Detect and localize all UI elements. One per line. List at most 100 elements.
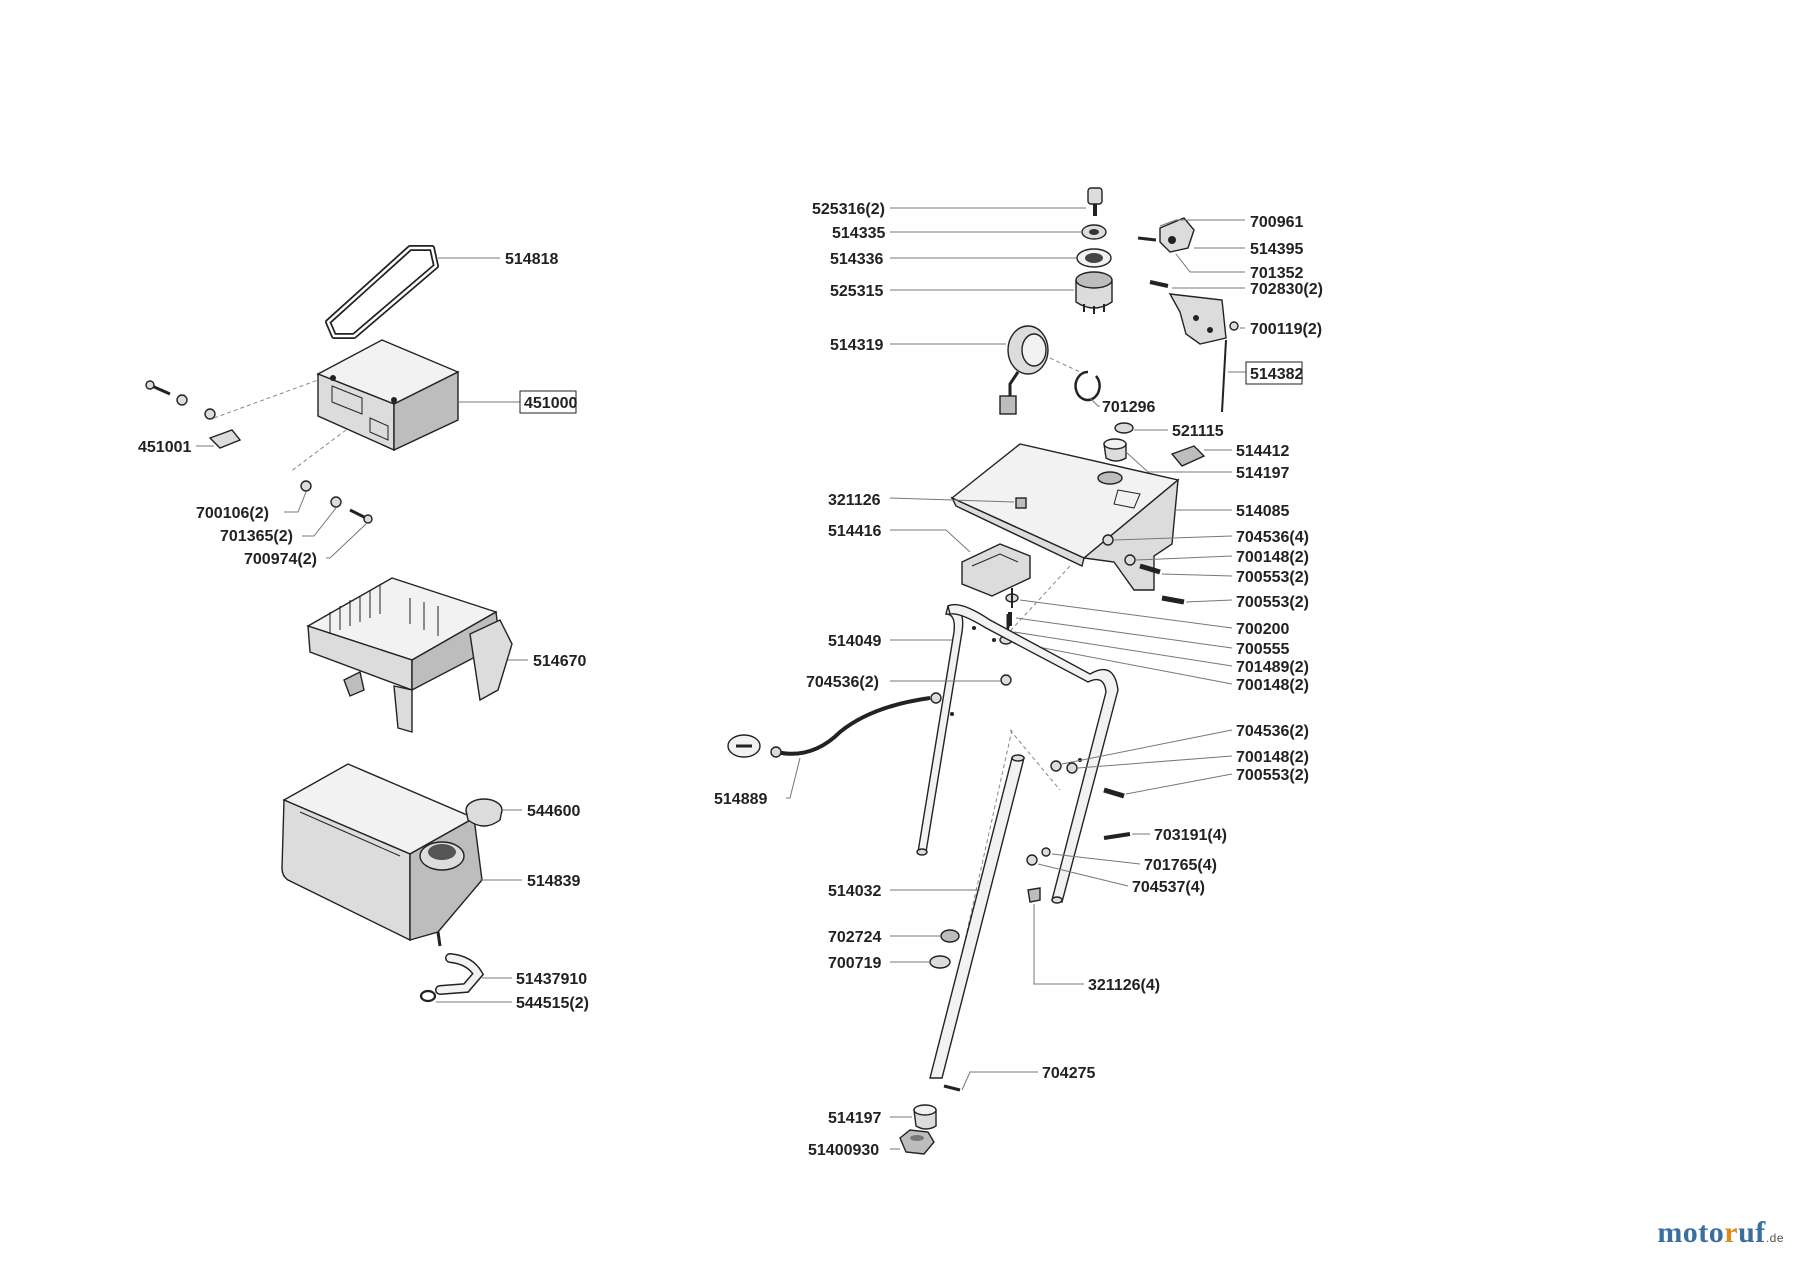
label-51400930: 51400930 (808, 1142, 879, 1159)
clip-part (1027, 887, 1041, 903)
label-514412: 514412 (1236, 443, 1289, 460)
label-700974: 700974(2) (244, 551, 317, 568)
label-700555: 700555 (1236, 641, 1289, 658)
knob-part (1170, 445, 1206, 467)
ground-cable-part (727, 692, 942, 758)
leader-321126-4 (1033, 904, 1084, 985)
label-521115: 521115 (1172, 423, 1224, 440)
nut-part (1102, 534, 1114, 546)
leader-700961 (1159, 219, 1245, 227)
bolt-part (1139, 563, 1161, 575)
label-514382-box (1245, 361, 1303, 385)
fuel-tank-part (281, 763, 483, 947)
leader-701352 (1175, 253, 1245, 273)
fuel-cap-part (465, 798, 503, 827)
leader-701489 (1013, 631, 1233, 667)
leader-701365 (302, 507, 337, 537)
label-700148-c: 700148(2) (1236, 749, 1309, 766)
label-700961: 700961 (1250, 214, 1303, 231)
terminal-screw-part (145, 380, 216, 420)
label-514049: 514049 (828, 633, 881, 650)
label-703191: 703191(4) (1154, 827, 1227, 844)
leader-700553-c (1125, 773, 1233, 795)
label-514197b: 514197 (828, 1110, 881, 1127)
label-514319: 514319 (830, 337, 883, 354)
washer-part (1114, 422, 1134, 434)
bushing-part (913, 1104, 937, 1130)
switch-nut-part (1081, 224, 1107, 240)
dash-terminal (213, 379, 319, 419)
label-544600: 544600 (527, 803, 580, 820)
label-704537: 704537(4) (1132, 879, 1205, 896)
label-704275: 704275 (1042, 1065, 1095, 1082)
label-451000-box (519, 390, 577, 414)
leader-704275 (961, 1071, 1038, 1091)
washer-part (1124, 554, 1136, 566)
battery-strap-part (325, 245, 439, 339)
label-514670: 514670 (533, 653, 586, 670)
nut-part (1026, 854, 1038, 866)
label-514818: 514818 (505, 251, 558, 268)
cable-cover-part (961, 543, 1031, 597)
leader-700200 (1019, 599, 1233, 629)
handlebar-part (916, 603, 1119, 904)
label-700719: 700719 (828, 955, 881, 972)
label-700553-a: 700553(2) (1236, 569, 1309, 586)
label-514839: 514839 (527, 873, 580, 890)
adjust-knob-part (899, 1129, 935, 1155)
label-700119: 700119(2) (1250, 321, 1322, 338)
bolt-part (1103, 787, 1125, 799)
label-701489: 701489(2) (1236, 659, 1309, 676)
label-514336: 514336 (830, 251, 883, 268)
hose-clamp-part (419, 989, 437, 1003)
dash-center (1001, 565, 1071, 641)
nut-part (1229, 321, 1239, 331)
washer-part (1041, 847, 1051, 857)
leader-700148-a (1135, 555, 1233, 561)
leader-701765 (1051, 853, 1141, 865)
label-451000: 451000 (524, 395, 577, 412)
label-702830: 702830(2) (1250, 281, 1323, 298)
label-321126: 321126 (828, 492, 881, 509)
nut-part (300, 480, 373, 524)
buzzer-part (999, 325, 1049, 415)
leader-701296 (1089, 397, 1100, 407)
bolt-part (1103, 832, 1131, 840)
label-700553-b: 700553(2) (1236, 594, 1309, 611)
label-51437910: 51437910 (516, 971, 587, 988)
dash-battery-screws (289, 429, 347, 473)
throttle-lever-part (1137, 217, 1195, 253)
circlip-part (1074, 370, 1101, 402)
battery-part (316, 339, 460, 452)
label-514085: 514085 (1236, 503, 1289, 520)
label-704536-r: 704536(2) (1236, 723, 1309, 740)
leader-700974 (326, 523, 367, 559)
bushing-part (1103, 438, 1127, 462)
fuel-hose-part (435, 953, 485, 995)
label-700148-b: 700148(2) (1236, 677, 1309, 694)
leader-700553-a (1161, 573, 1233, 577)
label-704536-l: 704536(2) (806, 674, 879, 691)
switch-bezel-part (1076, 248, 1112, 268)
label-544515: 544515(2) (516, 995, 589, 1012)
throttle-bracket-part (1168, 293, 1227, 413)
nut-part (1000, 674, 1012, 686)
label-525316: 525316(2) (812, 201, 885, 218)
leader-704537 (1037, 863, 1129, 887)
nut-part (1050, 760, 1062, 772)
ignition-switch-part (1075, 271, 1113, 314)
leader-514197a (1125, 451, 1232, 473)
pin-part (943, 1084, 961, 1092)
leader-704536-4 (1113, 535, 1233, 541)
label-514416: 514416 (828, 523, 881, 540)
label-700106: 700106(2) (196, 505, 269, 522)
leader-514889 (786, 757, 801, 799)
washer-part (1066, 762, 1078, 774)
leader-700555 (1015, 617, 1233, 649)
label-701765: 701765(4) (1144, 857, 1217, 874)
screw-part (1149, 280, 1169, 288)
label-514382: 514382 (1250, 366, 1303, 383)
leader-700106 (284, 491, 307, 513)
control-panel-part (950, 443, 1180, 591)
bolt-part (1161, 595, 1185, 605)
